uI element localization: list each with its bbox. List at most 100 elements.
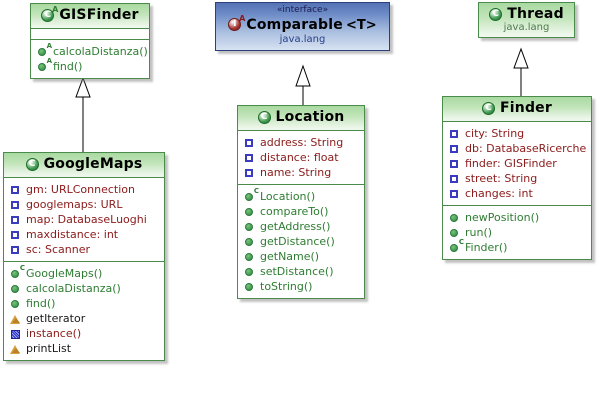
- member-row[interactable]: instance(): [10, 326, 160, 341]
- public-method-icon: [10, 283, 21, 294]
- class-name-finder: Finder: [500, 100, 552, 117]
- class-icon: C: [489, 7, 504, 22]
- public-method-icon: [244, 251, 255, 262]
- constructor-icon: C: [449, 238, 464, 253]
- member-row[interactable]: setDistance(): [244, 264, 360, 279]
- methods-compartment-gisfinder: A calcolaDistanza() A find(): [31, 40, 149, 78]
- interface-name-comparable: Comparable: [246, 16, 343, 33]
- member-row[interactable]: city: String: [449, 126, 587, 141]
- class-name-thread: Thread: [507, 6, 564, 23]
- member-row[interactable]: getDistance(): [244, 234, 360, 249]
- interface-icon: I A: [228, 15, 245, 32]
- attribute-icon: [449, 188, 460, 199]
- member-row[interactable]: distance: float: [244, 150, 360, 165]
- public-method-icon: [244, 281, 255, 292]
- public-method-icon: [244, 206, 255, 217]
- member-row[interactable]: getIterator: [10, 311, 160, 326]
- attributes-compartment-googlemaps: gm: URLConnection googlemaps: URL map: D…: [4, 178, 164, 262]
- attribute-icon: [10, 199, 21, 210]
- class-box-googlemaps[interactable]: C GoogleMaps gm: URLConnection googlemap…: [3, 152, 165, 361]
- attribute-icon: [449, 128, 460, 139]
- attribute-icon: [10, 244, 21, 255]
- abstract-class-icon: C A: [41, 6, 58, 23]
- member-row[interactable]: A find(): [37, 57, 145, 74]
- class-name-gisfinder: GISFinder: [59, 7, 139, 24]
- class-header-thread: C Thread java.lang: [479, 3, 574, 38]
- public-method-icon: [449, 227, 460, 238]
- constructor-icon: C: [10, 264, 25, 279]
- member-row[interactable]: calcolaDistanza(): [10, 281, 160, 296]
- public-method-icon: [244, 221, 255, 232]
- member-row[interactable]: find(): [10, 296, 160, 311]
- class-name-location: Location: [275, 109, 345, 126]
- class-header-location: C Location: [238, 106, 364, 131]
- public-method-icon: [244, 236, 255, 247]
- methods-compartment-finder: newPosition() run() C Finder(): [443, 206, 591, 259]
- stereotype-label: «interface»: [276, 5, 329, 15]
- public-method-icon: [10, 298, 21, 309]
- attribute-icon: [449, 158, 460, 169]
- class-box-thread[interactable]: C Thread java.lang: [478, 2, 575, 39]
- member-row[interactable]: printList: [10, 341, 160, 356]
- generalization-googlemaps-to-gisfinder: [75, 76, 91, 152]
- interface-box-comparable[interactable]: «interface» I A Comparable<T> java.lang: [215, 2, 390, 51]
- member-row[interactable]: A calcolaDistanza(): [37, 42, 148, 59]
- member-row[interactable]: db: DatabaseRicerche: [449, 141, 587, 156]
- class-icon: C: [257, 110, 273, 125]
- class-header-googlemaps: C GoogleMaps: [4, 153, 164, 178]
- member-row[interactable]: sc: Scanner: [10, 242, 160, 257]
- member-row[interactable]: run(): [449, 225, 587, 240]
- class-header-gisfinder: C A GISFinder: [31, 4, 149, 29]
- member-row[interactable]: googlemaps: URL: [10, 197, 160, 212]
- member-row[interactable]: name: String: [244, 165, 360, 180]
- generalization-finder-to-thread: [513, 47, 529, 96]
- member-row[interactable]: street: String: [449, 171, 587, 186]
- member-row[interactable]: changes: int: [449, 186, 587, 201]
- member-row[interactable]: C GoogleMaps(): [10, 264, 160, 281]
- attribute-icon: [10, 229, 21, 240]
- package-label: java.lang: [503, 21, 550, 33]
- public-method-icon: [449, 212, 460, 223]
- protected-method-icon: [10, 313, 21, 324]
- interface-header-comparable: «interface» I A Comparable<T> java.lang: [216, 3, 389, 50]
- member-row[interactable]: newPosition(): [449, 210, 587, 225]
- abstract-method-icon: A: [37, 57, 52, 72]
- class-box-location[interactable]: C Location address: String distance: flo…: [237, 105, 365, 299]
- member-row[interactable]: finder: GISFinder: [449, 156, 587, 171]
- attribute-icon: [10, 184, 21, 195]
- class-box-finder[interactable]: C Finder city: String db: DatabaseRicerc…: [442, 96, 592, 260]
- private-method-icon: [10, 328, 21, 339]
- attribute-icon: [10, 214, 21, 225]
- attribute-icon: [244, 167, 255, 178]
- methods-compartment-googlemaps: C GoogleMaps() calcolaDistanza() find() …: [4, 262, 164, 360]
- abstract-method-icon: A: [37, 42, 52, 57]
- attributes-compartment-gisfinder: [31, 29, 149, 40]
- attribute-icon: [244, 152, 255, 163]
- protected-method-icon: [10, 343, 21, 354]
- member-row[interactable]: gm: URLConnection: [10, 182, 160, 197]
- member-row[interactable]: map: DatabaseLuoghi: [10, 212, 160, 227]
- class-box-gisfinder[interactable]: C A GISFinder A calcolaDistanza() A find…: [30, 3, 150, 79]
- member-row[interactable]: C Finder(): [449, 238, 587, 255]
- attributes-compartment-finder: city: String db: DatabaseRicerche finder…: [443, 122, 591, 206]
- attribute-icon: [449, 143, 460, 154]
- class-header-finder: C Finder: [443, 97, 591, 122]
- member-row[interactable]: compareTo(): [244, 204, 360, 219]
- member-row[interactable]: address: String: [244, 135, 360, 150]
- generic-parameter: <T>: [345, 18, 377, 34]
- package-label: java.lang: [279, 34, 326, 46]
- class-icon: C: [482, 101, 497, 116]
- public-method-icon: [244, 266, 255, 277]
- member-row[interactable]: C Location(): [244, 187, 360, 204]
- class-name-googlemaps: GoogleMaps: [43, 156, 143, 173]
- realization-location-to-comparable: [295, 64, 311, 105]
- constructor-icon: C: [244, 187, 259, 202]
- member-row[interactable]: maxdistance: int: [10, 227, 160, 242]
- member-row[interactable]: getAddress(): [244, 219, 360, 234]
- methods-compartment-location: C Location() compareTo() getAddress() ge…: [238, 185, 364, 298]
- attributes-compartment-location: address: String distance: float name: St…: [238, 131, 364, 185]
- member-row[interactable]: toString(): [244, 279, 360, 294]
- member-row[interactable]: getName(): [244, 249, 360, 264]
